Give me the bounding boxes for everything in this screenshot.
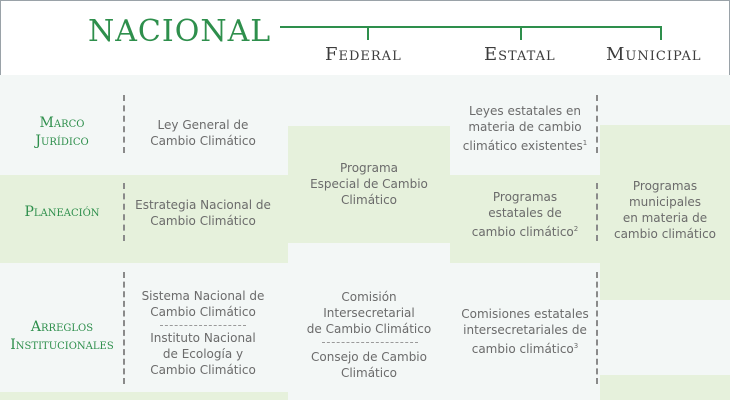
panel-federal-arreglos xyxy=(288,243,450,400)
cell-comisiones-estatales: Comisiones estatales intersecretariales … xyxy=(461,307,589,356)
cell-estrategia-nacional: Estrategia Nacional de Cambio Climático xyxy=(135,198,271,228)
separator-estatal-arreglos xyxy=(596,272,598,384)
divider-sistema-instituto xyxy=(160,325,246,326)
footnote-1: 1 xyxy=(582,139,588,147)
tree-tick-municipal xyxy=(660,26,662,40)
separator-planeacion xyxy=(123,183,125,241)
cell-programa-especial: Programa Especial de Cambio Climático xyxy=(310,161,428,207)
cell-ley-general: Ley General de Cambio Climático xyxy=(150,118,256,148)
divider-comision-consejo xyxy=(322,342,418,343)
row-label-arreglos: Arreglos Institucionales xyxy=(10,319,114,353)
level-municipal: Municipal xyxy=(606,44,702,65)
panel-estatal-marco xyxy=(450,75,600,175)
row-label-marco: Marco Jurídico xyxy=(35,115,89,149)
footnote-3: 3 xyxy=(573,342,579,350)
row-label-planeacion: Planeación xyxy=(24,204,100,220)
panel-programa-especial xyxy=(288,126,450,242)
cell-comision-intersecretarial: Comisión Intersecretarial de Cambio Clim… xyxy=(306,290,432,336)
cell-programas-estatales: Programas estatales de cambio climático2 xyxy=(471,190,579,239)
separator-arreglos xyxy=(123,272,125,384)
band-next xyxy=(0,392,288,400)
panel-municipal-bottom xyxy=(600,375,730,400)
cell-programas-municipales: Programas municipales en materia de camb… xyxy=(613,179,717,241)
tree-line xyxy=(280,26,662,28)
footnote-2: 2 xyxy=(573,225,579,233)
separator-marco xyxy=(123,95,125,153)
cell-instituto-nacional: Instituto Nacional de Ecología y Cambio … xyxy=(150,331,256,377)
cell-consejo: Consejo de Cambio Climático xyxy=(311,350,427,380)
separator-estatal-planeacion xyxy=(596,183,598,241)
cell-leyes-estatales: Leyes estatales en materia de cambio cli… xyxy=(462,104,588,153)
level-federal: Federal xyxy=(325,44,402,65)
diagram-title: NACIONAL xyxy=(88,14,272,49)
level-estatal: Estatal xyxy=(484,44,556,65)
cell-sistema-nacional: Sistema Nacional de Cambio Climático xyxy=(141,289,265,319)
tree-tick-estatal xyxy=(520,26,522,40)
panel-municipal xyxy=(600,125,730,300)
tree-tick-federal xyxy=(367,26,369,40)
separator-estatal-marco xyxy=(596,95,598,153)
